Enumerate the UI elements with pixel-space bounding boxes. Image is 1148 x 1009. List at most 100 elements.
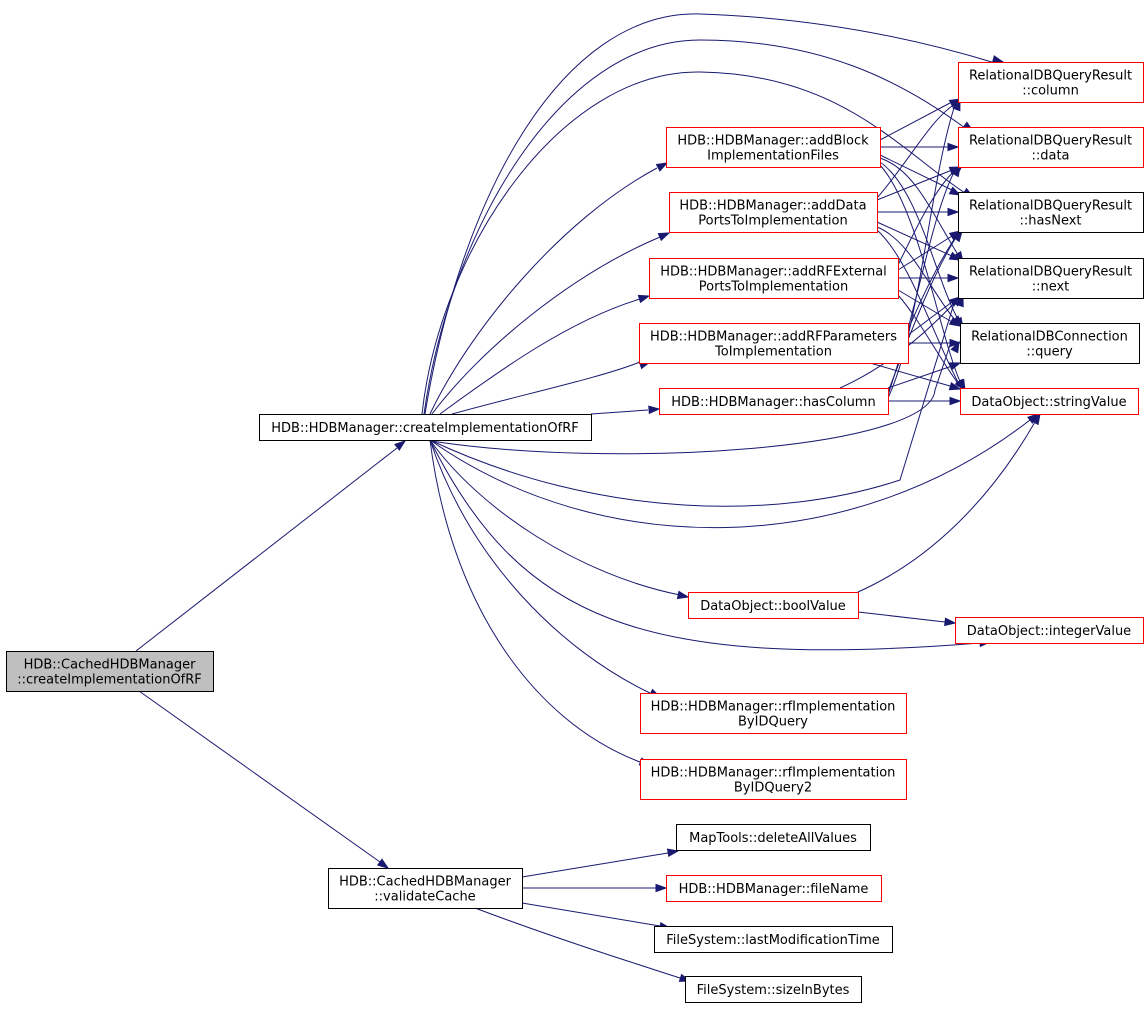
node-rfImplQuery2[interactable]: HDB::HDBManager::rfImplementationByIDQue… bbox=[640, 759, 907, 800]
edge-addBlockImpl-to-data bbox=[880, 142, 960, 152]
arrowhead-icon bbox=[951, 164, 961, 178]
edge-createImpl-to-addRFParams bbox=[451, 361, 652, 415]
edge-line bbox=[521, 852, 669, 878]
arrowhead-icon bbox=[948, 186, 962, 196]
edge-line bbox=[876, 226, 956, 321]
arrowhead-icon bbox=[944, 617, 957, 627]
node-box bbox=[649, 258, 899, 299]
edge-line bbox=[897, 289, 953, 323]
node-deleteAllValues[interactable]: MapTools::deleteAllValues bbox=[676, 824, 871, 851]
edge-boolValue-to-integerValue bbox=[857, 611, 957, 627]
node-label: HDB::HDBManager::createImplementationOfR… bbox=[271, 421, 579, 436]
edge-line bbox=[429, 419, 1031, 529]
node-label: FileSystem::lastModificationTime bbox=[666, 933, 880, 948]
node-addRFExternal[interactable]: HDB::HDBManager::addRFExternalPortsToImp… bbox=[649, 258, 899, 299]
node-box bbox=[958, 192, 1144, 233]
edge-hasColumn-to-column bbox=[887, 98, 961, 399]
node-box bbox=[6, 651, 214, 692]
arrowhead-icon bbox=[952, 229, 963, 243]
edge-addRFExternal-to-query bbox=[897, 289, 962, 327]
edge-createImpl-to-addBlockImpl bbox=[429, 162, 669, 415]
edge-line bbox=[907, 234, 958, 331]
edge-hasColumn-to-query bbox=[887, 362, 962, 389]
node-label: ::query bbox=[1026, 345, 1073, 360]
node-label: HDB::HDBManager::addRFExternal bbox=[660, 265, 887, 280]
node-rfImplQuery[interactable]: HDB::HDBManager::rfImplementationByIDQue… bbox=[640, 693, 907, 734]
edge-line bbox=[869, 362, 951, 387]
node-stringValue[interactable]: DataObject::stringValue bbox=[960, 388, 1139, 415]
edge-boolValue-to-stringValue bbox=[857, 412, 1041, 593]
edge-line bbox=[429, 439, 641, 763]
edge-addRFParams-to-stringValue bbox=[869, 362, 962, 391]
node-box bbox=[259, 414, 592, 441]
node-data[interactable]: RelationalDBQueryResult::data bbox=[958, 127, 1144, 168]
edge-hasColumn-to-hasNext bbox=[887, 229, 963, 393]
node-box bbox=[640, 693, 907, 734]
node-createImpl[interactable]: HDB::HDBManager::createImplementationOfR… bbox=[259, 414, 592, 441]
node-addDataPorts[interactable]: HDB::HDBManager::addDataPortsToImplement… bbox=[669, 192, 878, 233]
arrowhead-icon bbox=[948, 316, 962, 327]
node-hasNext[interactable]: RelationalDBQueryResult::hasNext bbox=[958, 192, 1144, 233]
node-label: RelationalDBQueryResult bbox=[969, 265, 1132, 280]
node-boolValue[interactable]: DataObject::boolValue bbox=[688, 592, 859, 619]
node-label: PortsToImplementation bbox=[698, 214, 847, 229]
node-addRFParams[interactable]: HDB::HDBManager::addRFParametersToImplem… bbox=[639, 323, 909, 364]
edge-validateCache-to-fileName bbox=[522, 883, 668, 893]
node-box bbox=[654, 926, 893, 953]
node-query[interactable]: RelationalDBConnection::query bbox=[960, 323, 1140, 364]
node-box bbox=[639, 323, 909, 364]
node-label: DataObject::stringValue bbox=[971, 395, 1126, 410]
edge-hasColumn-to-stringValue bbox=[888, 396, 962, 406]
node-label: ::createImplementationOfRF bbox=[17, 673, 202, 688]
node-label: RelationalDBQueryResult bbox=[969, 69, 1132, 84]
node-addBlockImpl[interactable]: HDB::HDBManager::addBlockImplementationF… bbox=[666, 127, 881, 168]
arrowhead-icon bbox=[991, 55, 1005, 64]
node-next[interactable]: RelationalDBQueryResult::next bbox=[958, 258, 1144, 299]
node-label: HDB::HDBManager::hasColumn bbox=[671, 395, 875, 410]
arrowhead-icon bbox=[948, 381, 962, 391]
node-label: ByIDQuery2 bbox=[734, 781, 812, 796]
edge-addRFParams-to-query bbox=[908, 338, 962, 348]
arrowhead-icon bbox=[655, 162, 669, 172]
arrowhead-icon bbox=[949, 396, 962, 406]
node-label: HDB::HDBManager::fileName bbox=[679, 882, 869, 897]
node-sizeInBytes[interactable]: FileSystem::sizeInBytes bbox=[685, 976, 862, 1003]
edge-addRFExternal-to-stringValue bbox=[897, 294, 966, 392]
node-label: RelationalDBQueryResult bbox=[969, 134, 1132, 149]
node-lastModTime[interactable]: FileSystem::lastModificationTime bbox=[654, 926, 893, 953]
node-box bbox=[958, 62, 1144, 103]
node-hasColumn[interactable]: HDB::HDBManager::hasColumn bbox=[659, 388, 889, 415]
edge-line bbox=[897, 235, 953, 271]
node-column[interactable]: RelationalDBQueryResult::column bbox=[958, 62, 1144, 103]
arrowhead-icon bbox=[666, 848, 680, 857]
node-label: ::next bbox=[1032, 280, 1070, 295]
edge-line bbox=[138, 690, 381, 863]
edge-line bbox=[897, 294, 961, 387]
edge-line bbox=[424, 13, 996, 415]
node-label: DataObject::boolValue bbox=[700, 599, 846, 614]
edge-addDataPorts-to-next bbox=[876, 221, 962, 261]
node-box bbox=[958, 258, 1144, 299]
edge-addBlockImpl-to-hasNext bbox=[879, 154, 962, 196]
edge-line bbox=[451, 361, 641, 415]
node-label: ::validateCache bbox=[374, 890, 475, 905]
edge-validateCache-to-lastModTime bbox=[521, 902, 672, 931]
edge-createImpl-to-rfImplQuery2 bbox=[429, 439, 652, 766]
edge-validateCache-to-deleteAllValues bbox=[521, 848, 680, 878]
edge-line bbox=[590, 409, 649, 415]
node-label: HDB::HDBManager::rfImplementation bbox=[651, 766, 896, 781]
node-validateCache[interactable]: HDB::CachedHDBManager::validateCache bbox=[328, 868, 523, 909]
node-label: ToImplementation bbox=[714, 345, 832, 360]
node-box bbox=[955, 617, 1144, 644]
edge-line bbox=[879, 157, 961, 259]
edge-line bbox=[424, 344, 951, 455]
node-label: MapTools::deleteAllValues bbox=[689, 831, 857, 846]
node-fileName[interactable]: HDB::HDBManager::fileName bbox=[666, 875, 882, 902]
edge-line bbox=[423, 39, 966, 415]
node-label: HDB::HDBManager::addData bbox=[679, 199, 866, 214]
edge-line bbox=[521, 902, 661, 927]
node-integerValue[interactable]: DataObject::integerValue bbox=[955, 617, 1144, 644]
node-label: ::data bbox=[1031, 149, 1069, 164]
call-edges bbox=[135, 13, 1041, 982]
edge-line bbox=[857, 611, 946, 623]
